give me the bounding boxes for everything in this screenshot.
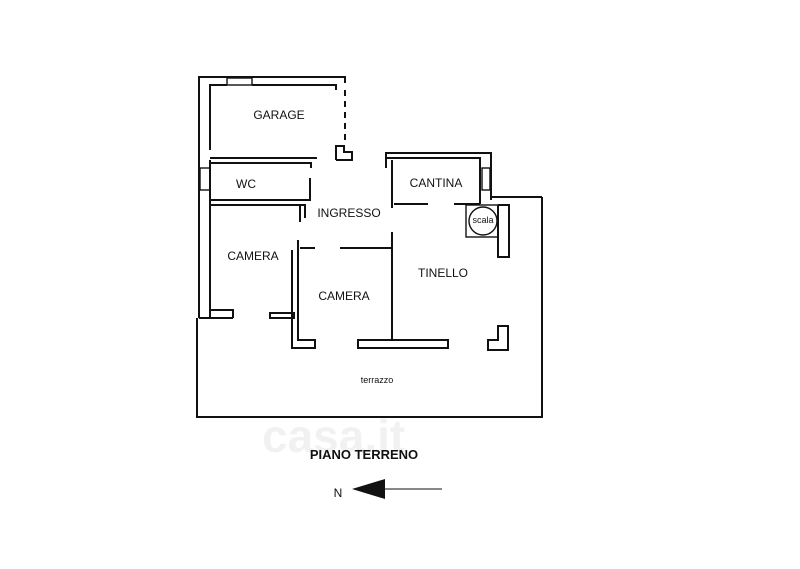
label-wc: WC xyxy=(236,177,256,191)
label-terrazzo: terrazzo xyxy=(361,375,394,385)
label-camera-2: CAMERA xyxy=(318,289,369,303)
label-scala: scala xyxy=(472,215,493,225)
label-cantina: CANTINA xyxy=(410,176,463,190)
plan-title: PIANO TERRENO xyxy=(310,447,418,462)
north-arrow-icon xyxy=(352,479,442,499)
label-garage: GARAGE xyxy=(253,108,304,122)
walls xyxy=(196,76,543,418)
room-labels: GARAGE WC INGRESSO CANTINA scala CAMERA … xyxy=(227,108,493,385)
label-camera-1: CAMERA xyxy=(227,249,278,263)
north-label: N xyxy=(334,486,343,500)
watermark-logo: casa.it xyxy=(262,410,405,462)
label-ingresso: INGRESSO xyxy=(317,206,380,220)
label-tinello: TINELLO xyxy=(418,266,468,280)
